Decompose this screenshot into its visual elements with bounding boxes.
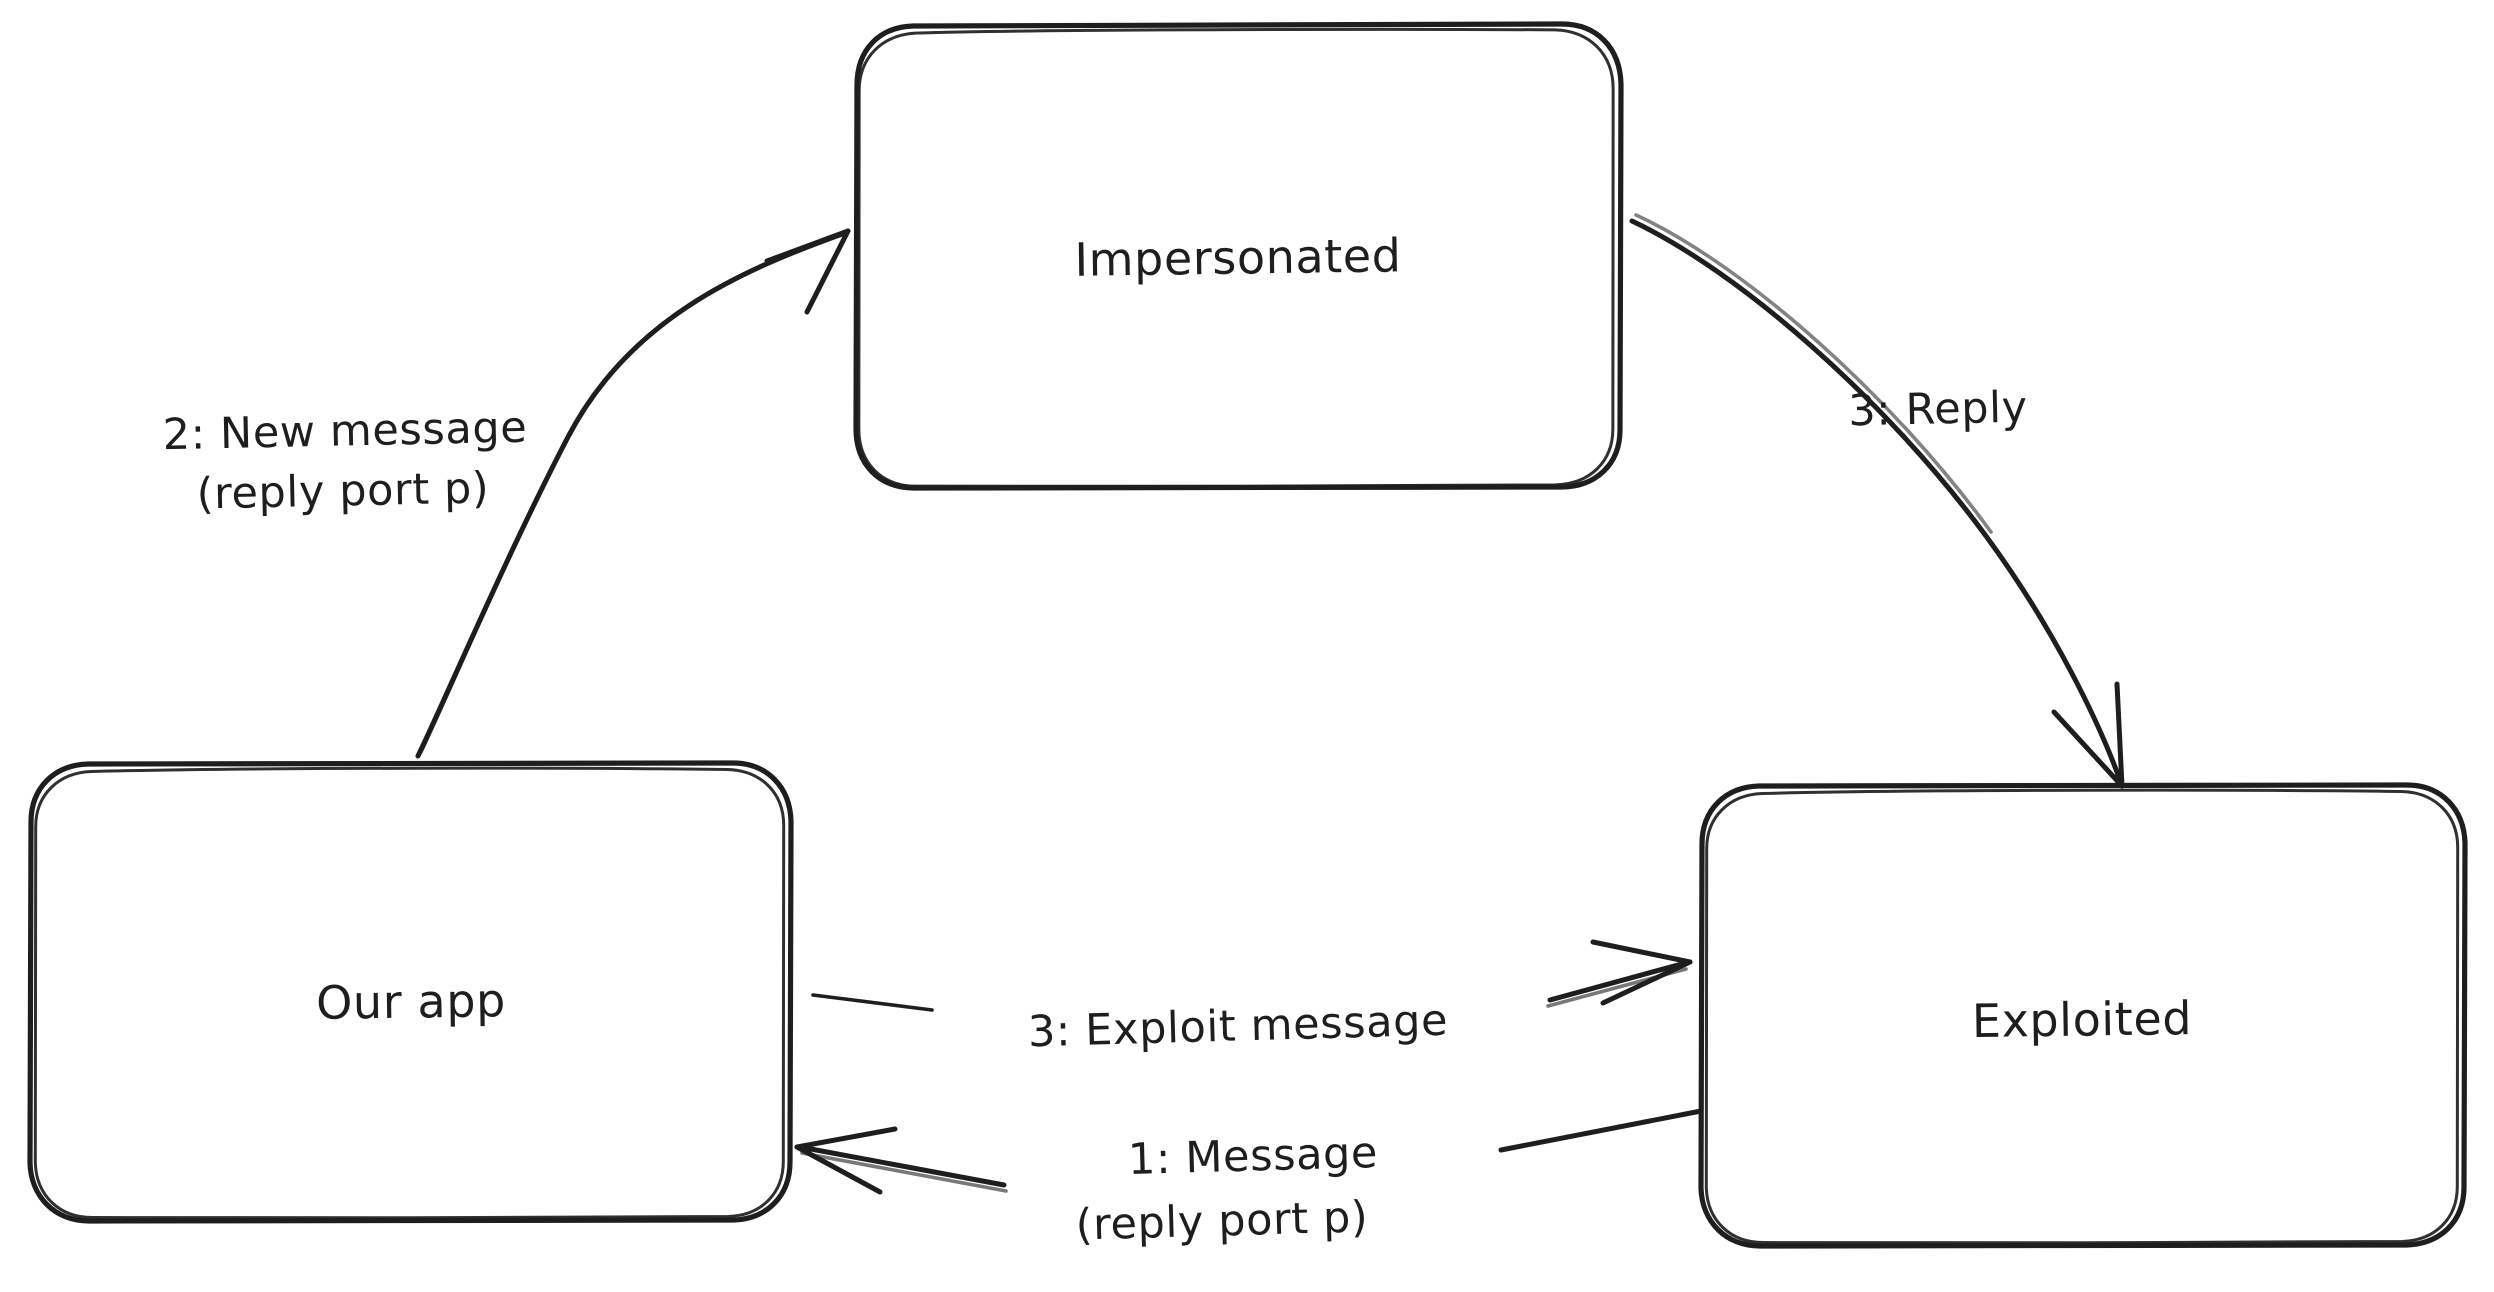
edge-reply-arrow xyxy=(1629,213,2125,789)
node-our-app-shape[interactable] xyxy=(27,760,794,1224)
edge-label-new-message-line1: 2: New message xyxy=(162,402,528,461)
node-label-impersonated: Impersonated xyxy=(1074,228,1402,287)
edge-message-arrow xyxy=(794,1108,1704,1195)
edge-label-exploit-message: 3: Exploit message xyxy=(1027,995,1449,1058)
edge-label-message-line2: (reply port p) xyxy=(1075,1192,1369,1251)
node-label-our-app: Our app xyxy=(315,973,507,1030)
edge-label-message-line1: 1: Message xyxy=(1127,1128,1379,1185)
edge-new-message-arrow xyxy=(415,228,851,759)
node-exploited-shape[interactable] xyxy=(1698,782,2468,1249)
edge-label-reply: 3: Reply xyxy=(1847,382,2029,437)
edge-label-new-message-line2: (reply port p) xyxy=(196,463,490,520)
edge-exploit-message-arrow xyxy=(811,939,1693,1012)
node-label-exploited: Exploited xyxy=(1971,991,2193,1049)
node-impersonated-shape[interactable] xyxy=(853,21,1624,491)
